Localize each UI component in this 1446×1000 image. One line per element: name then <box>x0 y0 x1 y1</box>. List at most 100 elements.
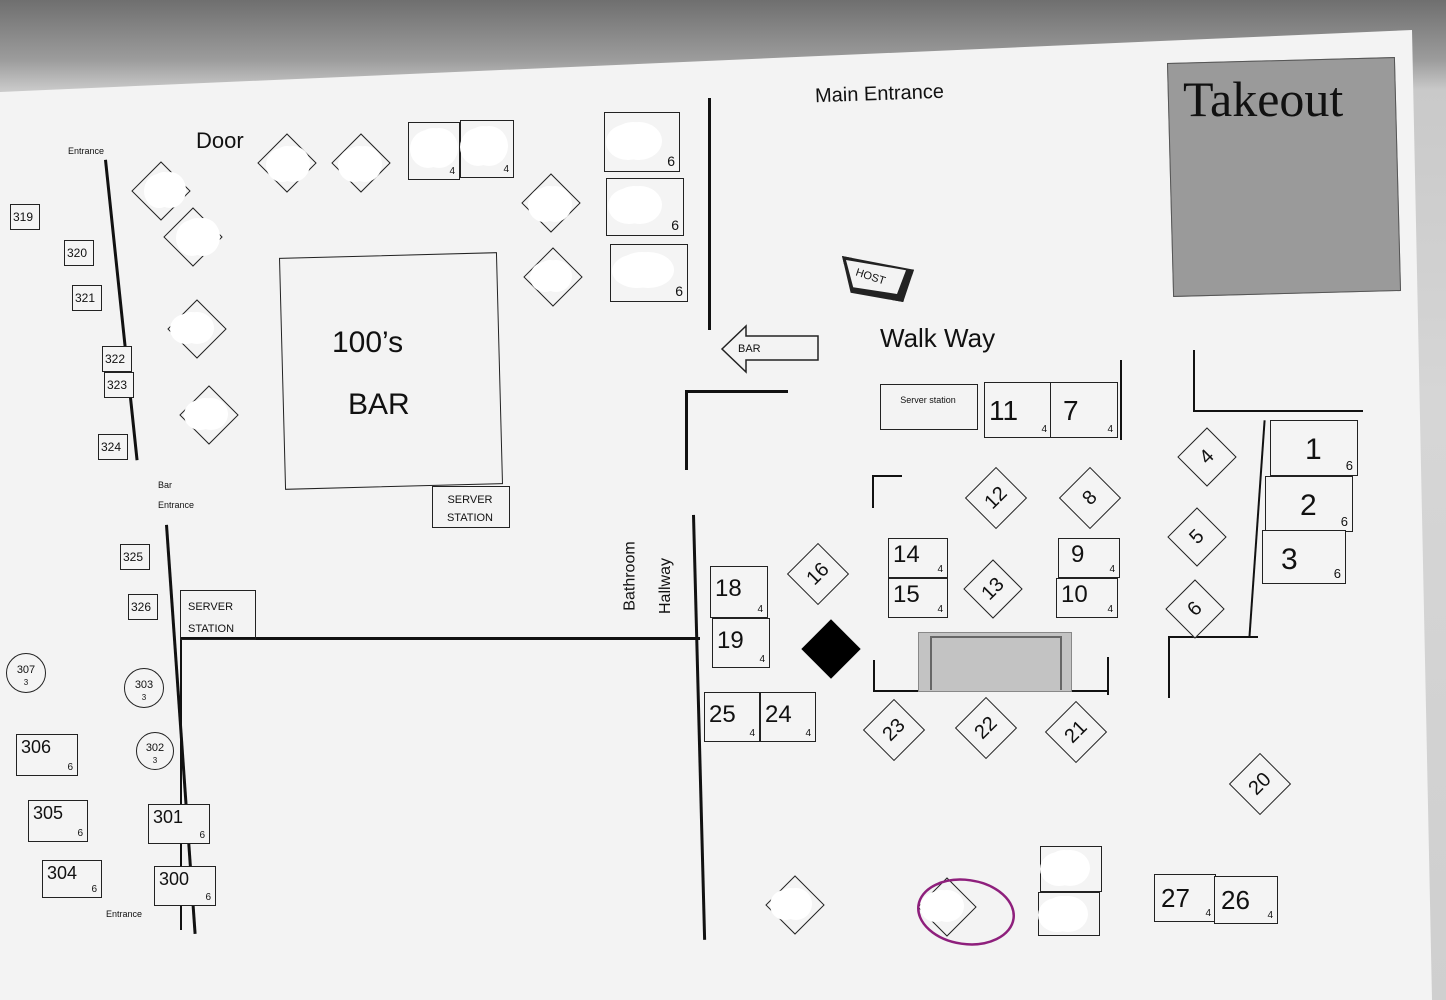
table-322-number: 322 <box>105 352 126 366</box>
table-305-number: 305 <box>33 803 64 823</box>
table-1[interactable]: 1 6 <box>1270 420 1358 476</box>
table-305[interactable]: 305 6 <box>28 800 88 842</box>
wall-bar-corner-v <box>685 390 688 470</box>
bar-name-line2: BAR <box>348 388 410 421</box>
redaction-blob <box>776 888 804 916</box>
wall-main-vertical-top <box>708 98 711 330</box>
redaction-blob <box>150 172 178 204</box>
top-table-e-seats: 6 <box>667 153 675 169</box>
left-server-station-label: SERVER STATION <box>188 601 235 635</box>
table-7-number: 7 <box>1063 395 1079 426</box>
table-25-number: 25 <box>709 701 736 728</box>
door-label: Door <box>196 128 244 153</box>
bar-arrow <box>720 324 819 374</box>
table-10[interactable]: 10 4 <box>1056 578 1118 618</box>
table-24[interactable]: 24 4 <box>760 692 816 742</box>
table-325[interactable]: 325 <box>120 544 150 570</box>
redaction-blob <box>176 312 206 340</box>
table-9[interactable]: 9 4 <box>1058 538 1120 578</box>
highlight-circle <box>917 878 1015 946</box>
table-18-number: 18 <box>715 575 742 602</box>
table-326[interactable]: 326 <box>128 594 158 620</box>
table-326-number: 326 <box>131 600 152 614</box>
table-322[interactable]: 322 <box>102 346 132 372</box>
table-7-seats: 4 <box>1107 424 1113 435</box>
table-25[interactable]: 25 4 <box>704 692 760 742</box>
table-15-number: 15 <box>893 581 920 608</box>
table-14[interactable]: 14 4 <box>888 538 948 578</box>
table-320-number: 320 <box>67 246 88 260</box>
redaction-blob <box>190 398 220 426</box>
bar-server-station-label: SERVER STATION <box>446 494 494 524</box>
bar-entrance-label: Bar Entrance <box>158 480 195 510</box>
table-320[interactable]: 320 <box>64 240 94 266</box>
table-306-number: 306 <box>21 737 52 757</box>
table-305-seats: 6 <box>77 828 83 839</box>
table-3-number: 3 <box>1281 543 1298 576</box>
top-table-c-seats: 4 <box>449 166 455 177</box>
wall-fireplace-l <box>873 660 875 692</box>
redaction-blob <box>1044 896 1080 928</box>
table-2-number: 2 <box>1300 489 1317 522</box>
table-323-number: 323 <box>107 378 128 392</box>
redaction-blob <box>344 146 374 178</box>
redaction-blob <box>534 186 564 218</box>
wall-right-bottom-v <box>1168 636 1170 698</box>
entrance-bottom-label: Entrance <box>106 909 143 919</box>
table-11-seats: 4 <box>1041 424 1047 435</box>
fireplace-mantle <box>930 636 1062 690</box>
table-324-number: 324 <box>101 440 122 454</box>
table-301[interactable]: 301 6 <box>148 804 210 844</box>
table-304-number: 304 <box>47 863 78 883</box>
table-26[interactable]: 26 4 <box>1214 876 1278 924</box>
wall-center-corner-v <box>872 475 874 508</box>
table-319[interactable]: 319 <box>10 204 40 230</box>
table-14-seats: 4 <box>937 564 943 575</box>
table-307-seats: 3 <box>23 678 29 687</box>
bar-server-station <box>432 486 510 528</box>
main-entrance-label: Main Entrance <box>814 80 945 108</box>
table-306[interactable]: 306 6 <box>16 734 78 776</box>
redaction-blob <box>926 890 956 918</box>
table-3[interactable]: 3 6 <box>1262 530 1346 584</box>
fireplace <box>918 632 1072 692</box>
table-7[interactable]: 7 4 <box>1050 382 1118 438</box>
table-300[interactable]: 300 6 <box>154 866 216 906</box>
table-27[interactable]: 27 4 <box>1154 874 1216 922</box>
table-303[interactable]: 303 3 <box>124 668 164 708</box>
table-9-number: 9 <box>1071 541 1085 568</box>
top-table-g-seats: 6 <box>675 283 683 299</box>
table-304[interactable]: 304 6 <box>42 860 102 898</box>
table-11[interactable]: 11 4 <box>984 382 1052 438</box>
wall-left-corner <box>180 640 182 930</box>
redaction-blob <box>614 186 654 220</box>
table-324[interactable]: 324 <box>98 434 128 460</box>
wall-walkway-right <box>1120 360 1122 440</box>
table-15-seats: 4 <box>937 604 943 615</box>
table-10-number: 10 <box>1061 581 1088 608</box>
table-323[interactable]: 323 <box>104 372 134 398</box>
redaction-blob <box>536 260 564 288</box>
bar-counter <box>279 252 503 490</box>
entrance-top-label: Entrance <box>68 146 105 156</box>
table-19[interactable]: 19 4 <box>712 618 770 668</box>
table-2[interactable]: 2 6 <box>1265 476 1353 532</box>
table-9-seats: 4 <box>1109 564 1115 575</box>
table-303-number: 303 <box>134 679 154 691</box>
table-302[interactable]: 302 3 <box>136 732 174 770</box>
table-18-seats: 4 <box>757 604 763 615</box>
bar-arrow-label: BAR <box>738 343 761 355</box>
table-25-seats: 4 <box>749 728 755 739</box>
table-307[interactable]: 307 3 <box>6 653 46 693</box>
left-server-station <box>180 590 256 640</box>
table-321[interactable]: 321 <box>72 285 102 311</box>
table-14-number: 14 <box>893 541 920 568</box>
redaction-blob <box>272 146 302 178</box>
table-24-seats: 4 <box>805 728 811 739</box>
wall-right-top-h <box>1193 410 1363 412</box>
table-18[interactable]: 18 4 <box>710 566 768 618</box>
table-15[interactable]: 15 4 <box>888 578 948 618</box>
table-3-seats: 6 <box>1333 566 1341 581</box>
table-19-seats: 4 <box>759 654 765 665</box>
